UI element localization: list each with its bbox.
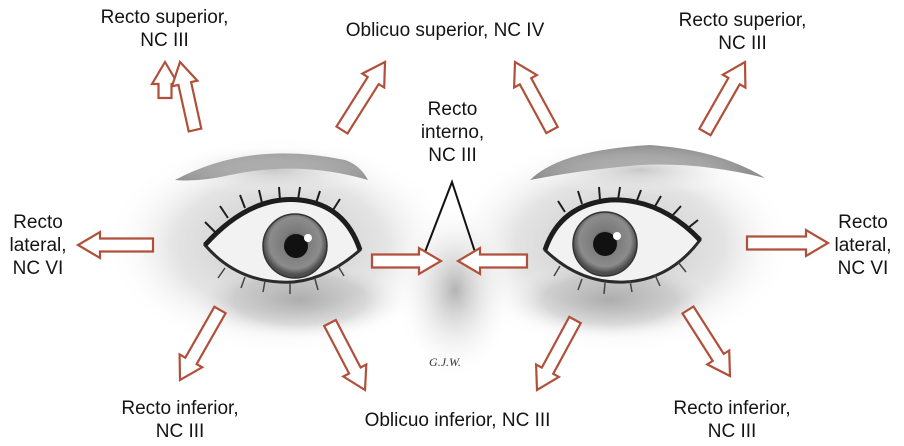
label-top-left-line1: Recto superior,: [100, 7, 229, 28]
label-bottom-left-line2: NC III: [155, 421, 205, 442]
arrow-down-right-right-eye: [680, 304, 732, 378]
label-left-lateral: Recto lateral, NC VI: [2, 211, 74, 280]
label-right-lateral-line3: NC VI: [837, 258, 889, 279]
label-right-lateral-line2: lateral,: [834, 235, 892, 256]
arrow-up-right-right-eye: [697, 60, 747, 137]
label-left-lateral-line1: Recto: [13, 212, 63, 233]
label-top-left: Recto superior, NC III: [82, 6, 247, 52]
arrow-down-right-nasal-left: [322, 318, 368, 392]
eyebrows: [165, 145, 765, 195]
label-medial-line1: Recto: [427, 99, 478, 120]
label-right-lateral: Recto lateral, NC VI: [826, 211, 900, 280]
label-bottom-right-line2: NC III: [707, 421, 757, 442]
arrow-up-left-nasal-right: [512, 60, 560, 135]
label-top-left-line2: NC III: [140, 30, 189, 51]
label-left-lateral-line3: NC VI: [12, 258, 64, 279]
label-medial-line3: NC III: [428, 145, 477, 166]
arrows-group: [75, 59, 831, 392]
right-eye: [542, 186, 702, 295]
label-bottom-center: Oblicuo inferior, NC III: [340, 409, 575, 432]
label-bottom-left: Recto inferior, NC III: [100, 397, 260, 443]
label-right-lateral-line1: Recto: [838, 212, 888, 233]
label-top-right-line1: Recto superior,: [678, 10, 807, 31]
label-top-right-line2: NC III: [718, 33, 767, 54]
arrow-medial-right: [455, 246, 529, 276]
arrow-up-right-nasal-left: [334, 60, 387, 136]
label-bottom-right-line1: Recto inferior,: [673, 398, 791, 419]
arrow-down-left-left-eye: [178, 305, 228, 382]
label-bottom-center-line1: Oblicuo inferior, NC III: [364, 410, 551, 431]
arrow-medial-left: [370, 246, 444, 276]
label-left-lateral-line2: lateral,: [9, 235, 67, 256]
arrow-down-left-nasal-right: [534, 315, 583, 392]
label-top-center-line1: Oblicuo superior, NC IV: [345, 20, 545, 41]
label-top-center: Oblicuo superior, NC IV: [330, 19, 560, 42]
medial-pointer-lines: [424, 179, 476, 253]
arrow-right-lateral: [745, 228, 831, 258]
label-medial-line2: interno,: [420, 122, 485, 143]
left-eye: [203, 186, 363, 294]
arrow-left-lateral: [75, 230, 155, 260]
label-bottom-right: Recto inferior, NC III: [652, 397, 812, 443]
label-bottom-left-line1: Recto inferior,: [121, 398, 239, 419]
label-top-right: Recto superior, NC III: [660, 9, 825, 55]
label-medial: Recto interno, NC III: [405, 98, 500, 167]
arrow-up-left-left-eye: [170, 59, 203, 133]
illustrator-signature: G.J.W.: [429, 355, 461, 369]
